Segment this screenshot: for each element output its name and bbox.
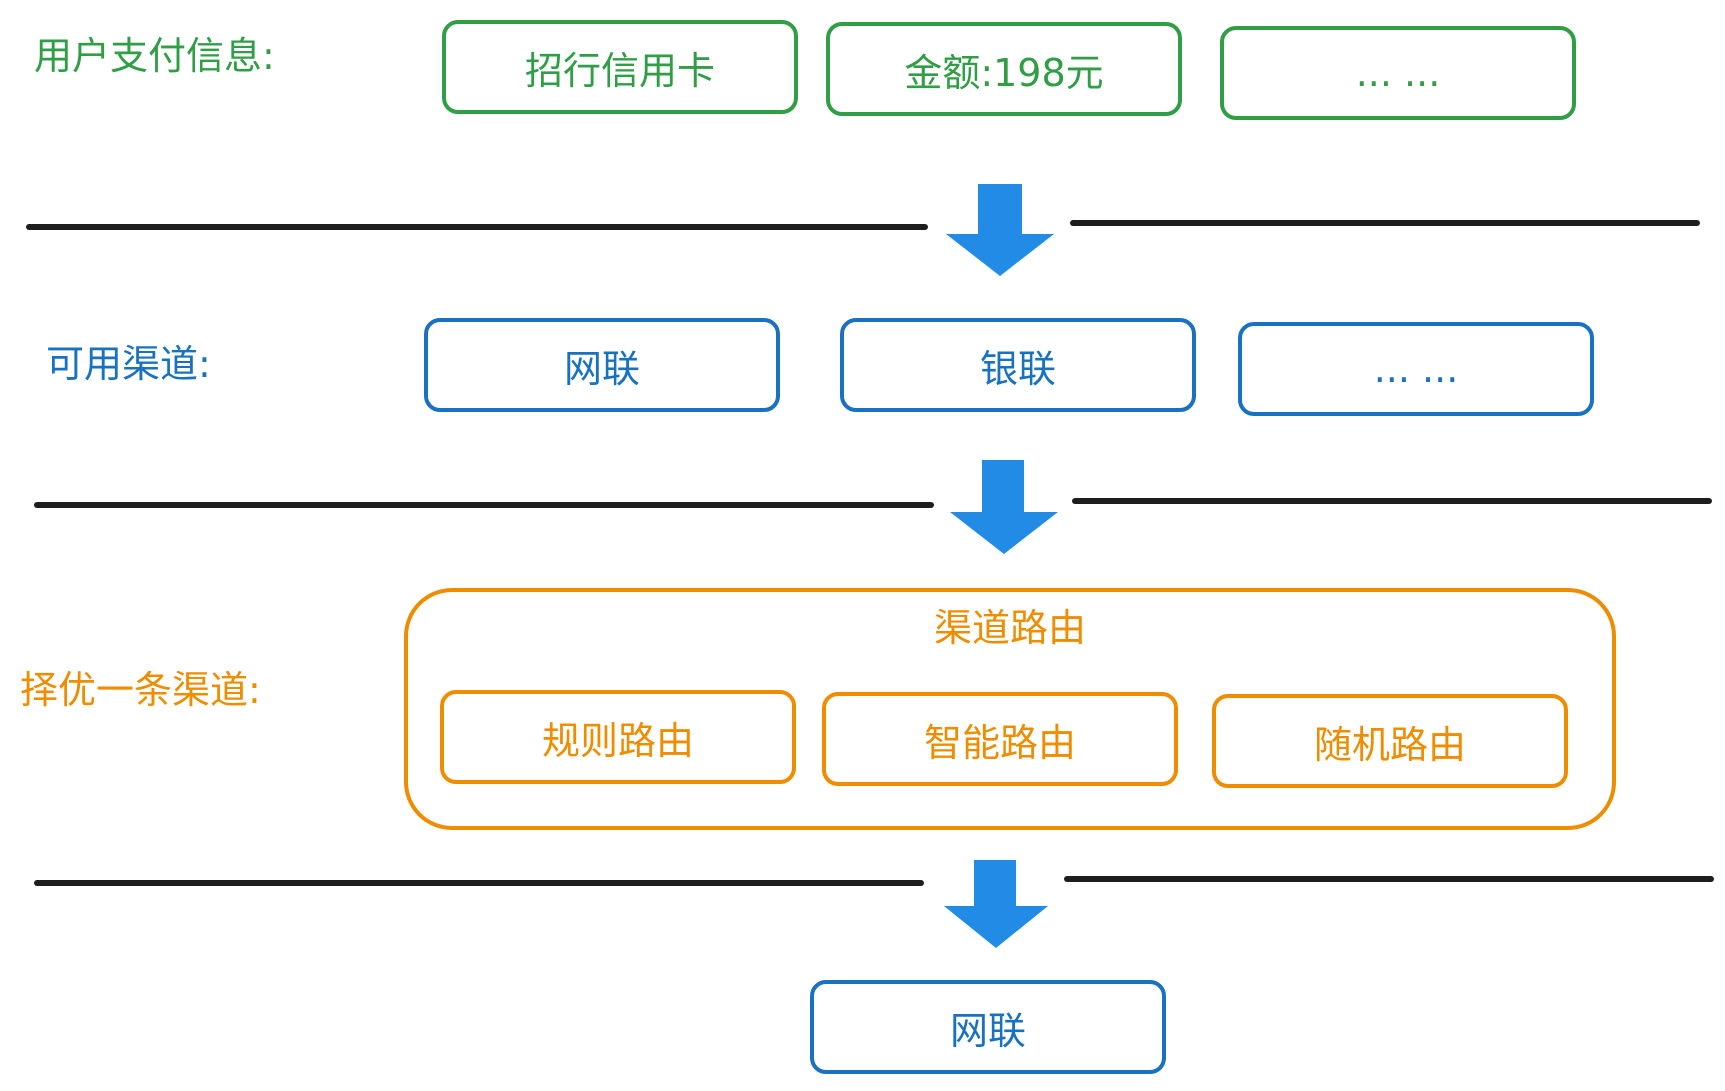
smart-routing-box: 智能路由 [822,692,1178,786]
channel-box-yinlian: 银联 [840,318,1196,412]
channel-box-more: ... ... [1238,322,1594,416]
divider-line [1064,876,1714,882]
payment-box-card: 招行信用卡 [442,20,798,114]
random-routing-box: 随机路由 [1212,694,1568,788]
payment-box-amount: 金额:198元 [826,22,1182,116]
select-channel-label: 择优一条渠道: [20,668,261,712]
result-channel-box: 网联 [810,980,1166,1074]
payment-info-label: 用户支付信息: [34,34,275,78]
divider-line [26,224,928,230]
channel-routing-group: 渠道路由 [404,588,1616,830]
divider-line [34,880,924,886]
divider-line [1070,220,1700,226]
down-arrow-icon [944,860,1048,948]
rule-routing-box: 规则路由 [440,690,796,784]
down-arrow-icon [950,460,1058,554]
channel-routing-title: 渠道路由 [933,606,1086,650]
divider-line [34,502,934,508]
payment-box-more: ... ... [1220,26,1576,120]
available-channels-label: 可用渠道: [46,342,211,386]
channel-box-wanglian: 网联 [424,318,780,412]
down-arrow-icon [946,184,1054,276]
divider-line [1072,498,1712,504]
